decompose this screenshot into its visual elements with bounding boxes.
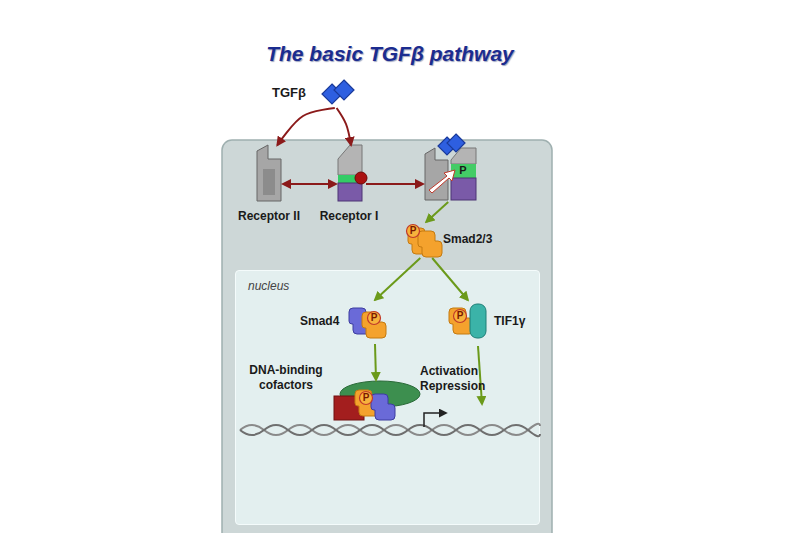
node-label: Receptor II <box>238 209 300 223</box>
signal-connector <box>426 202 448 222</box>
node-label: Smad2/3 <box>443 232 492 246</box>
cell-body <box>222 140 552 533</box>
node-label: Smad4 <box>300 314 339 328</box>
signal-arrow <box>478 346 482 404</box>
phospho-label: P <box>407 225 419 237</box>
phospho-mark <box>454 310 467 323</box>
dna-strand <box>240 424 540 435</box>
smad-complex: Smad4 P <box>300 300 400 344</box>
ligand-node: TGFβ <box>270 78 360 108</box>
receptor-complex: P <box>423 138 479 202</box>
tif1-protein <box>470 304 486 338</box>
node-label: nucleus <box>248 279 289 293</box>
signal-connector <box>366 183 423 185</box>
transcription-arrow <box>424 413 446 427</box>
smad-protein <box>362 312 386 338</box>
node-label: Receptor I <box>320 209 379 223</box>
node-shape <box>336 145 366 205</box>
smad-protein <box>418 231 442 257</box>
phospho-label: P <box>457 164 469 176</box>
phospho-mark <box>407 225 420 238</box>
node-label: TIF1γ <box>494 314 525 328</box>
transcription-complex: DNA-binding cofactorsP <box>330 380 422 422</box>
receptor-body <box>257 145 281 201</box>
phospho-mark <box>368 312 381 325</box>
smad-complex: P TIF1γ <box>448 300 538 344</box>
kinase-domain <box>451 178 476 200</box>
kinase-domain <box>338 183 362 201</box>
signal-connector <box>375 344 376 380</box>
diagram-title: The basic TGFβ pathway <box>170 42 610 66</box>
smad-protein <box>371 394 395 420</box>
receptor-i: Receptor I <box>336 145 366 205</box>
signal-connector <box>283 183 336 185</box>
node-shape <box>255 145 283 205</box>
signal-connector <box>375 258 420 300</box>
phospho-label: P <box>454 310 466 322</box>
node-label: TGFβ <box>272 85 306 100</box>
phosphorylation-arrow <box>429 170 455 193</box>
ligand-diamond <box>334 80 354 100</box>
dna-strand <box>240 425 540 436</box>
node-shape <box>423 138 479 202</box>
phospho-label: P <box>360 392 372 404</box>
signal-connector <box>277 108 334 145</box>
smad-protein <box>449 308 473 334</box>
node-label: DNA-binding cofactors <box>242 363 330 393</box>
receptor-ii: Receptor II <box>255 145 283 205</box>
signal-connector <box>337 108 351 145</box>
ligand-diamond <box>447 134 465 152</box>
signal-connector <box>432 258 468 300</box>
phospho-mark <box>360 392 373 405</box>
phospho-label: P <box>368 312 380 324</box>
smad-complex: P Smad2/3 <box>405 222 490 258</box>
receptor-domain <box>263 169 275 195</box>
receptor-body <box>338 145 362 175</box>
node-shape <box>330 380 422 422</box>
inhibitor-dot <box>355 172 367 184</box>
annotation-label: Activation Repression <box>420 364 492 394</box>
nucleus-band: nucleusSmad4PPTIF1γDNA-binding cofactors… <box>235 270 540 525</box>
